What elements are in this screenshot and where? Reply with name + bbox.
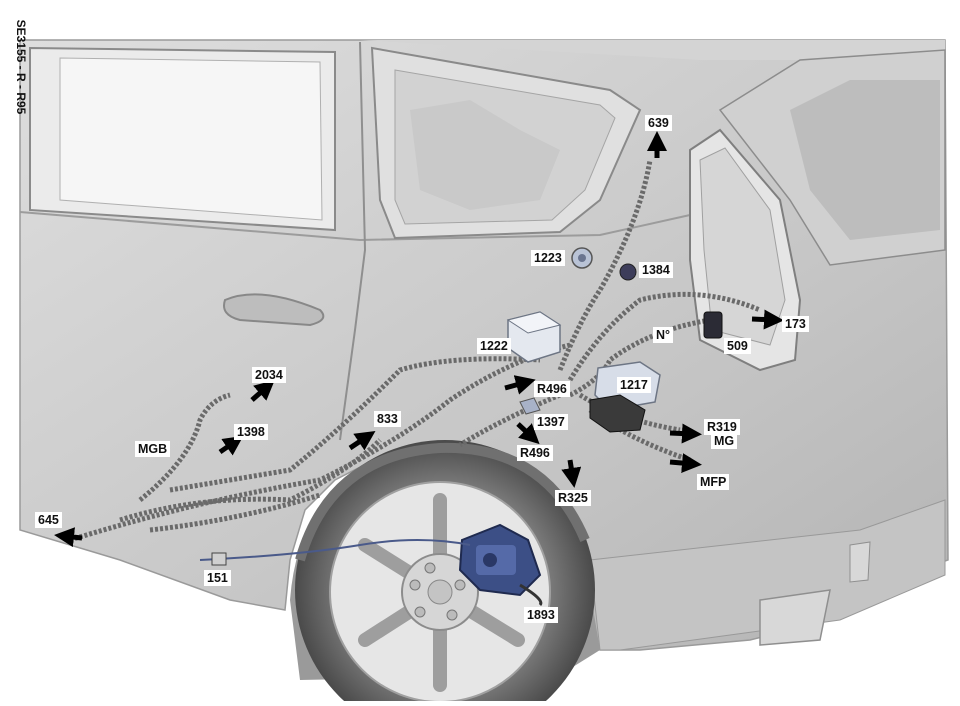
quarter-window bbox=[370, 46, 642, 240]
label-1222: 1222 bbox=[477, 338, 511, 354]
component-1397 bbox=[519, 397, 541, 415]
figure-code: SE3155 - R - R95 bbox=[14, 19, 28, 115]
component-1223 bbox=[571, 247, 593, 269]
label-151: 151 bbox=[204, 570, 231, 586]
label-2034: 2034 bbox=[252, 367, 286, 383]
label-1217: 1217 bbox=[617, 377, 651, 393]
label-1384: 1384 bbox=[639, 262, 673, 278]
label-1893: 1893 bbox=[524, 607, 558, 623]
label-1223: 1223 bbox=[531, 250, 565, 266]
label-mfp: MFP bbox=[697, 474, 730, 490]
label-645: 645 bbox=[35, 512, 62, 528]
label-r496-upper: R496 bbox=[534, 381, 570, 397]
rear-glass bbox=[718, 49, 946, 266]
label-mg: MG bbox=[711, 433, 738, 449]
component-1222 bbox=[506, 311, 562, 363]
label-173: 173 bbox=[782, 316, 809, 332]
label-r319: R319 bbox=[704, 419, 740, 435]
wheel-arch bbox=[295, 442, 590, 562]
connector-151 bbox=[211, 552, 227, 566]
side-window bbox=[29, 46, 336, 232]
brake-cable bbox=[199, 539, 471, 561]
rear-bumper bbox=[589, 499, 946, 651]
label-r325: R325 bbox=[555, 490, 591, 506]
component-509 bbox=[703, 311, 723, 339]
wheel bbox=[290, 440, 600, 706]
lock-mechanism bbox=[589, 394, 646, 433]
arrows bbox=[54, 131, 784, 548]
label-639: 639 bbox=[645, 115, 672, 131]
component-1384 bbox=[619, 263, 637, 281]
label-833: 833 bbox=[374, 411, 401, 427]
label-r496-lower: R496 bbox=[517, 445, 553, 461]
label-509: 509 bbox=[724, 338, 751, 354]
door-handle bbox=[223, 293, 325, 327]
brake-caliper bbox=[458, 523, 543, 607]
label-1397: 1397 bbox=[534, 414, 568, 430]
label-mgb: MGB bbox=[135, 441, 171, 457]
label-1398: 1398 bbox=[234, 424, 268, 440]
label-n: N° bbox=[653, 327, 674, 343]
